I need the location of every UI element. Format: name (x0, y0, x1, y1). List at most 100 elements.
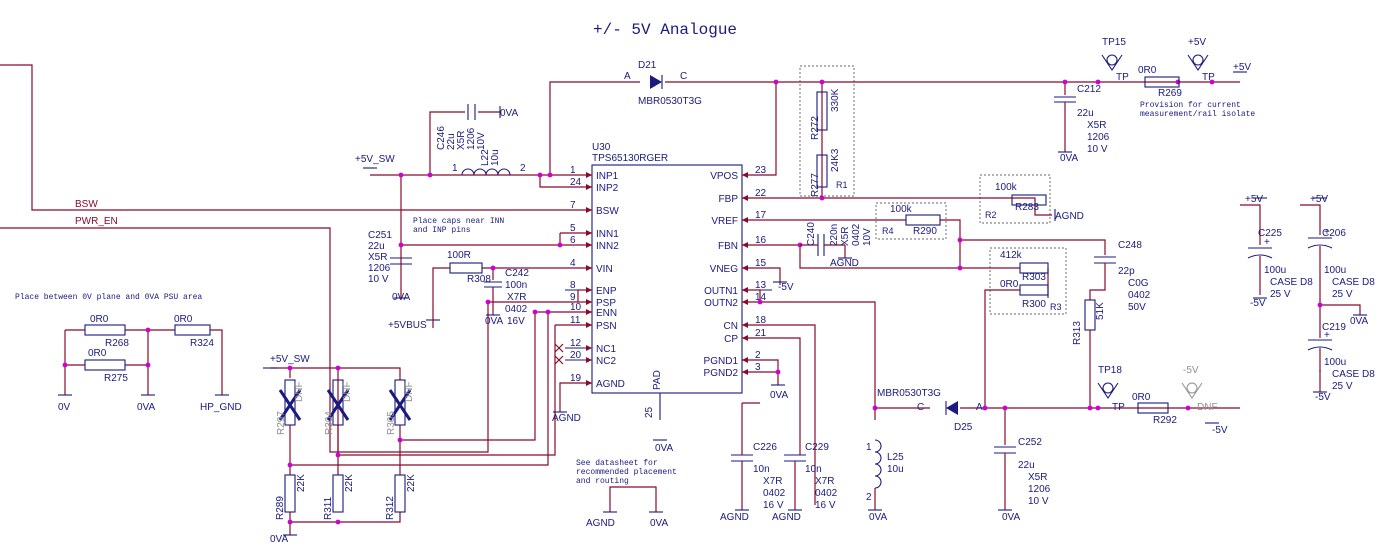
c240-rating: 10V (862, 228, 873, 246)
net-5vbus: +5VBUS (388, 320, 427, 331)
pin-number: 3 (755, 362, 761, 373)
pin-name: PSP (596, 298, 616, 309)
net-ova-note: 0VA (650, 518, 668, 529)
junction-dot (1095, 79, 1101, 85)
pin-number: 11 (570, 315, 581, 326)
d21-triangle (650, 75, 662, 89)
r269-value: 0R0 (1138, 65, 1157, 76)
d25-part: MBR0530T3G (877, 388, 941, 399)
wire-c246 (429, 111, 465, 175)
r275-value: 0R0 (88, 348, 107, 359)
pin-number: 15 (755, 258, 767, 269)
r324-value: 0R0 (174, 314, 193, 325)
r303-ref: R303 (1022, 272, 1046, 283)
pin-name: NC2 (596, 356, 616, 367)
tp5v-tp: TP (1202, 72, 1215, 83)
l25-pin2: 2 (866, 492, 872, 503)
r304-ref: R304 (324, 411, 335, 435)
c225-plate-b (1247, 254, 1273, 259)
r292-value: 0R0 (1132, 392, 1151, 403)
pin-number: 9 (570, 292, 576, 303)
c251-rating: 10 V (368, 274, 389, 285)
c252-type: X5R (1028, 472, 1047, 483)
pin-number: 4 (570, 258, 576, 269)
c240-size: 0402 (851, 223, 862, 246)
note-provision-2: measurement/rail isolate (1140, 110, 1255, 119)
c225-ref: C225 (1258, 228, 1282, 239)
r300-value: 0R0 (1000, 279, 1019, 290)
note-provision-1: Provision for current (1140, 101, 1241, 110)
c240-type: X5R (840, 227, 851, 246)
pin-number: 6 (570, 235, 576, 246)
wire-psn-down (337, 325, 556, 456)
wire-bsw (0, 64, 592, 211)
net-pwr-en: PWR_EN (75, 216, 118, 227)
test-points: TP15 TP +5V TP TP18 TP -5V DNF (1097, 37, 1218, 413)
pin-number: 22 (755, 188, 767, 199)
net-labels: BSW PWR_EN +5V_SW +5V_SW +5VBUS +5V +5V … (58, 62, 1368, 545)
inductor-l22: 1 2 L22 10u (452, 149, 526, 176)
net-ova-r268: 0VA (137, 402, 155, 413)
c219-pkg: CASE D8 (1332, 369, 1375, 380)
c252-value: 22u (1018, 460, 1035, 471)
r313-body (1084, 299, 1096, 331)
r3-label: R3 (1050, 302, 1062, 312)
wire-cp (742, 337, 801, 455)
net-m5v-vneg: -5V (778, 282, 794, 293)
r289-body (284, 474, 296, 513)
net-agnd-c226: AGND (720, 512, 749, 523)
pin-name: OUTN2 (704, 298, 738, 309)
d21-cathode: C (680, 71, 687, 82)
r275-ref: R275 (104, 373, 128, 384)
c219-rating: 25 V (1332, 381, 1353, 392)
c252-ref: C252 (1018, 437, 1042, 448)
r4-group (875, 202, 947, 240)
r297-ref: R297 (276, 411, 287, 435)
junction-dot (1095, 405, 1101, 411)
r268-value: 0R0 (90, 314, 109, 325)
junction-dot (490, 265, 496, 271)
pin-name: PSN (596, 321, 617, 332)
c206-plus: + (1324, 227, 1330, 238)
pin-number: 7 (570, 200, 576, 211)
wire-vin-bus (432, 267, 450, 328)
c212-rating: 10 V (1087, 144, 1108, 155)
ic-pad-label: PAD (652, 370, 663, 390)
d21-part: MBR0530T3G (638, 96, 702, 107)
junction-dot (398, 242, 404, 248)
l25-ref: L25 (887, 452, 904, 463)
ic-body (591, 164, 743, 394)
pin-number: 23 (755, 165, 767, 176)
c206-ref: C206 (1322, 228, 1346, 239)
wire-c206-gnd (1320, 304, 1361, 315)
pin-name: PGND1 (704, 356, 739, 367)
net-ova-c242: 0VA (485, 316, 503, 327)
pin-name: VIN (596, 264, 613, 275)
tpm5v-ring-icon (1186, 382, 1198, 394)
junction-dot (1087, 405, 1093, 411)
wire-pgnd (742, 359, 779, 385)
junction-dot (335, 452, 341, 458)
pin-name: INN1 (596, 229, 619, 240)
net-agnd-19: AGND (552, 413, 581, 424)
junction-dot (1209, 79, 1215, 85)
c248-ref: C248 (1118, 240, 1142, 251)
r289-ref: R289 (275, 496, 286, 520)
r272-body (816, 91, 828, 131)
net-agnd-c229: AGND (772, 512, 801, 523)
c229-value: 10n (805, 464, 822, 475)
net-ova-c246: 0VA (500, 108, 518, 119)
pin-name: ENP (596, 286, 617, 297)
l25-value: 10u (887, 464, 904, 475)
net-agnd-c240: AGND (830, 258, 859, 269)
pin-name: FBN (718, 241, 738, 252)
wire-5vsw-rail (290, 367, 401, 380)
pin-name: INN2 (596, 241, 619, 252)
pin-number: 20 (570, 350, 582, 361)
c251-ref: C251 (368, 230, 392, 241)
junction-dot (287, 462, 293, 468)
